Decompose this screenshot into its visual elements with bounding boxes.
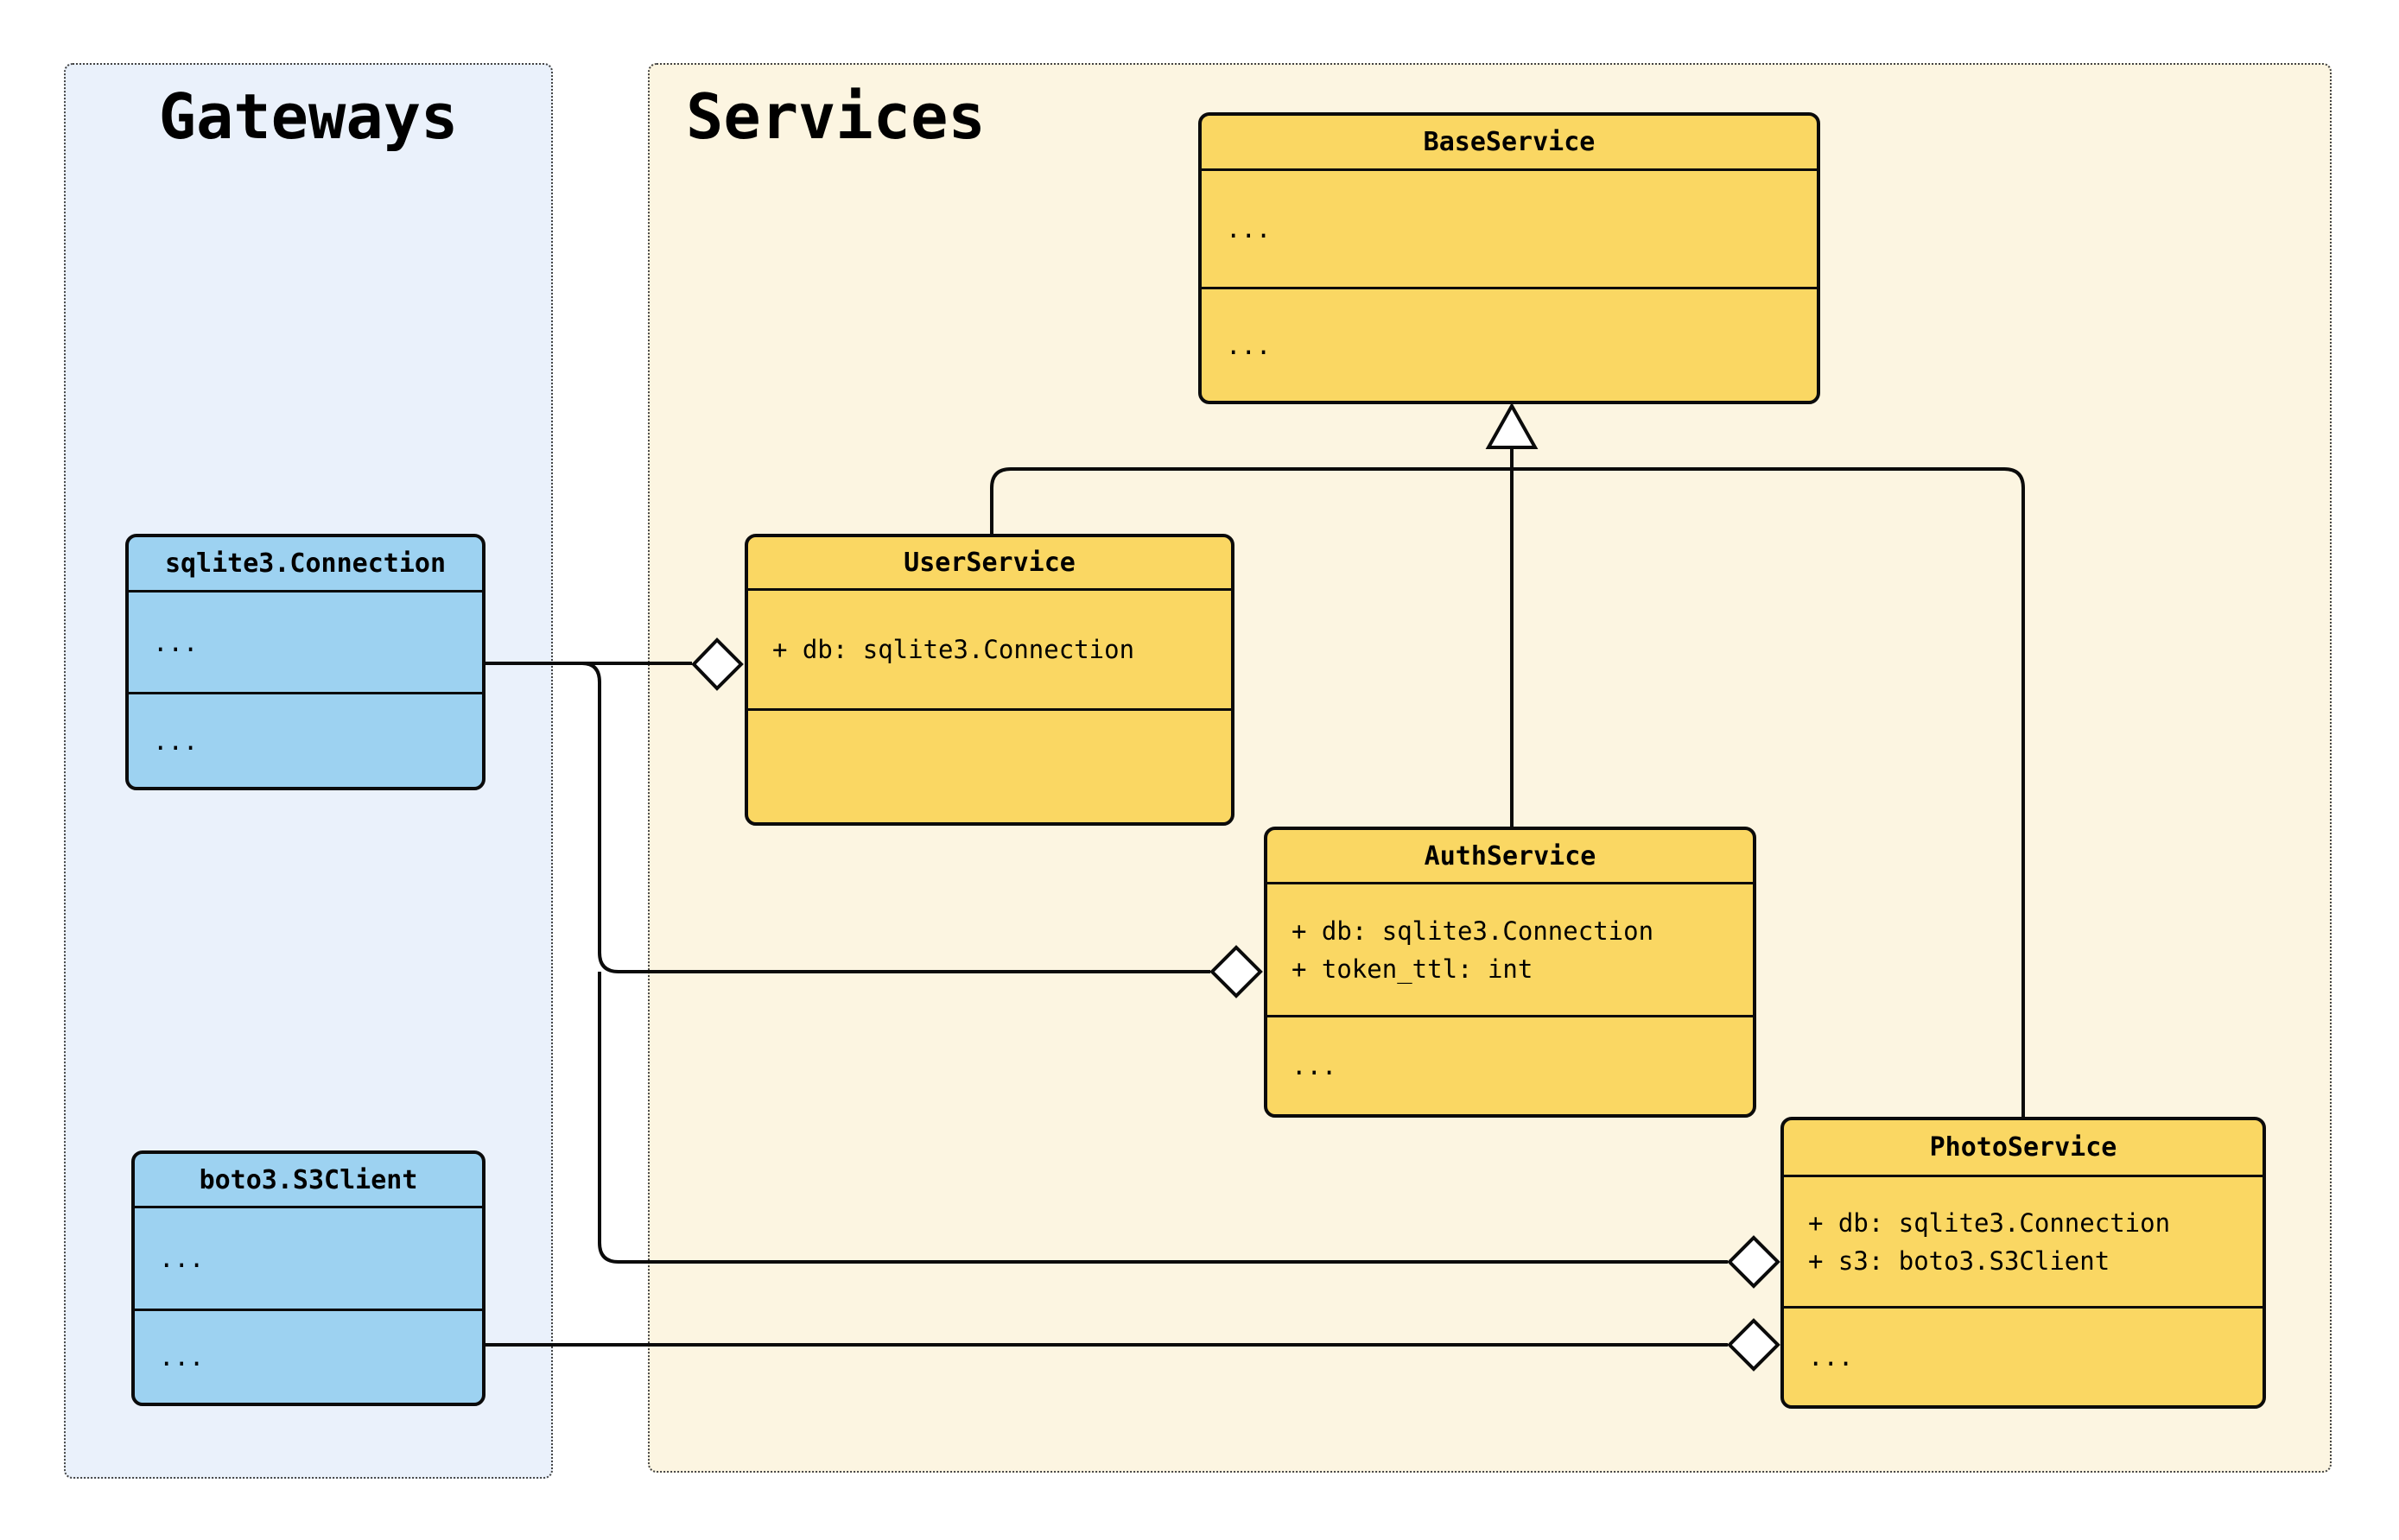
panel-services-title: Services xyxy=(686,80,986,153)
class-sqlite3-connection-operations: ... xyxy=(129,692,482,787)
aggregation-diamond-photoservice-s3 xyxy=(1727,1318,1780,1372)
class-boto3-s3client-attributes: ... xyxy=(135,1206,482,1309)
class-photoservice-operations: ... xyxy=(1784,1306,2263,1405)
class-userservice-title: UserService xyxy=(904,548,1076,578)
aggregation-diamond-userservice xyxy=(691,637,744,691)
operation-row: ... xyxy=(1808,1342,1854,1372)
class-authservice: AuthService + db: sqlite3.Connection + t… xyxy=(1264,827,1756,1118)
panel-gateways-title: Gateways xyxy=(158,80,459,153)
class-baseservice-attributes: ... xyxy=(1202,168,1817,287)
class-authservice-title: AuthService xyxy=(1424,840,1596,871)
class-userservice-attributes: + db: sqlite3.Connection xyxy=(748,588,1231,708)
attribute-row: + s3: boto3.S3Client xyxy=(1808,1245,2110,1276)
inheritance-triangle-icon xyxy=(1485,402,1539,449)
class-sqlite3-connection-attributes: ... xyxy=(129,590,482,692)
aggregation-diamond-authservice xyxy=(1209,945,1263,998)
operation-row: ... xyxy=(1226,330,1272,360)
class-photoservice-title: PhotoService xyxy=(1929,1132,2117,1163)
class-authservice-operations: ... xyxy=(1267,1015,1753,1114)
inheritance-edge-bus xyxy=(990,467,2025,1117)
aggregation-diamond-photoservice-db xyxy=(1727,1235,1780,1289)
operation-row: ... xyxy=(153,726,199,756)
attribute-row: ... xyxy=(159,1244,205,1273)
class-baseservice: BaseService ... ... xyxy=(1198,112,1820,404)
operation-row: ... xyxy=(1292,1051,1337,1081)
attribute-row: + db: sqlite3.Connection xyxy=(1292,916,1654,946)
class-photoservice-attributes: + db: sqlite3.Connection + s3: boto3.S3C… xyxy=(1784,1175,2263,1306)
operation-row: ... xyxy=(159,1342,205,1372)
class-baseservice-title: BaseService xyxy=(1423,127,1596,157)
class-photoservice: PhotoService + db: sqlite3.Connection + … xyxy=(1780,1117,2266,1409)
attribute-row: + db: sqlite3.Connection xyxy=(772,635,1135,664)
class-sqlite3-connection: sqlite3.Connection ... ... xyxy=(125,534,486,790)
aggregation-edge-sqlite-authservice xyxy=(581,662,1210,973)
class-sqlite3-connection-title: sqlite3.Connection xyxy=(164,548,447,579)
class-boto3-s3client-title: boto3.S3Client xyxy=(199,1164,418,1195)
class-userservice: UserService + db: sqlite3.Connection xyxy=(745,534,1234,826)
attribute-row: ... xyxy=(1226,214,1272,244)
class-boto3-s3client-operations: ... xyxy=(135,1309,482,1403)
class-boto3-s3client: boto3.S3Client ... ... xyxy=(131,1150,486,1406)
aggregation-edge-sqlite-photoservice xyxy=(598,972,1728,1264)
attribute-row: + db: sqlite3.Connection xyxy=(1808,1207,2171,1238)
attribute-row: ... xyxy=(153,627,199,657)
class-userservice-operations xyxy=(748,708,1231,822)
class-baseservice-operations: ... xyxy=(1202,287,1817,401)
class-authservice-attributes: + db: sqlite3.Connection + token_ttl: in… xyxy=(1267,882,1753,1015)
attribute-row: + token_ttl: int xyxy=(1292,954,1533,984)
